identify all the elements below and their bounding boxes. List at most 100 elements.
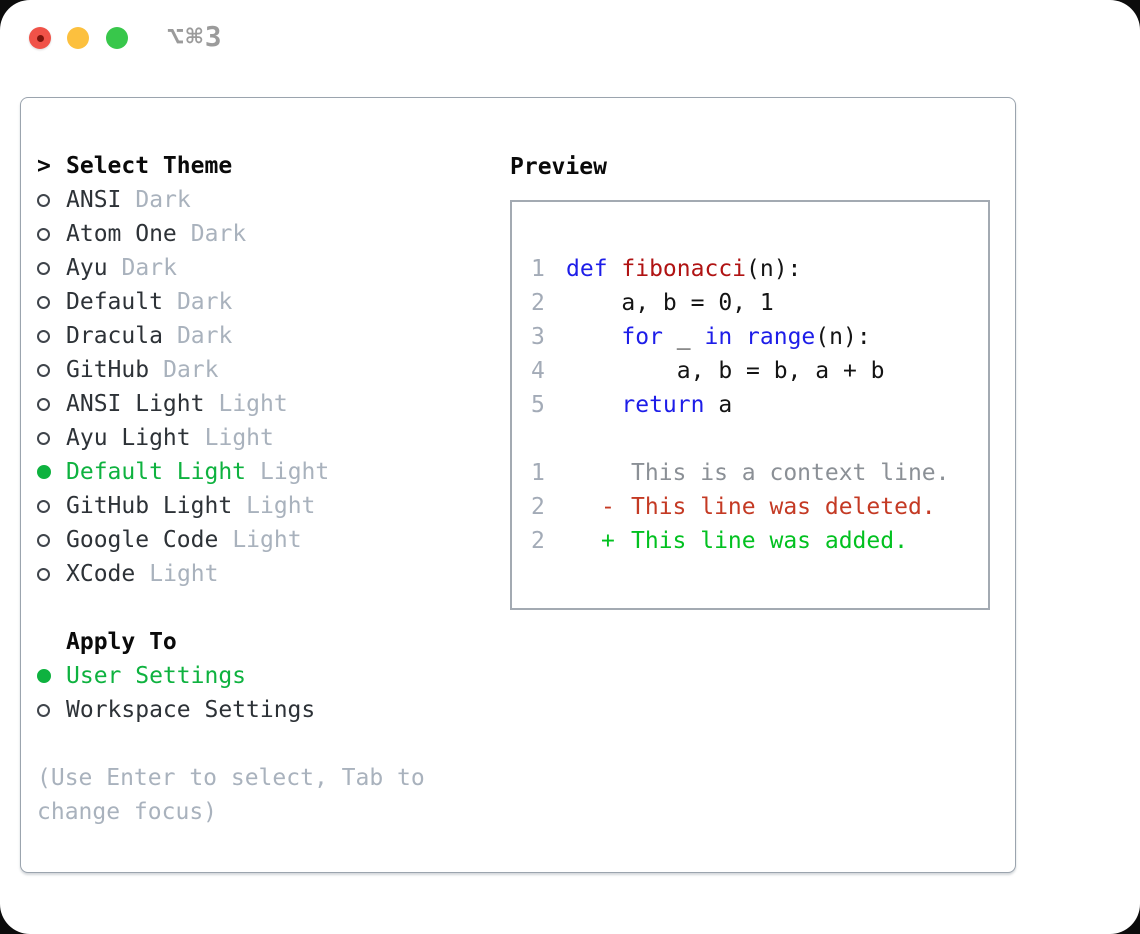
diff-minus-marker: -: [601, 494, 615, 520]
theme-option-google-code[interactable]: Google Code Light: [37, 523, 425, 557]
theme-name: Atom One: [66, 221, 177, 247]
radio-icon: [37, 261, 50, 275]
code-text: a, b = b, a + b: [566, 358, 885, 384]
code-line: 1 def fibonacci(n):: [531, 252, 988, 286]
radio-icon: [37, 567, 50, 581]
code-text: a, b = 0, 1: [566, 290, 774, 316]
theme-variant-tag: Light: [204, 425, 274, 451]
theme-name: XCode: [66, 561, 136, 587]
help-text-line-1: (Use Enter to select, Tab to: [37, 765, 425, 791]
theme-variant-tag: Light: [246, 493, 316, 519]
apply-option-user-settings[interactable]: User Settings: [37, 659, 425, 693]
code-text: a: [704, 392, 733, 418]
diff-plus-marker: +: [601, 528, 615, 554]
theme-name: ANSI: [66, 187, 122, 213]
apply-to-title: Apply To: [66, 629, 177, 655]
radio-icon: [37, 227, 50, 241]
theme-name: Ayu: [66, 255, 108, 281]
theme-name: GitHub Light: [66, 493, 233, 519]
radio-icon: [37, 431, 50, 445]
theme-variant-tag: Dark: [176, 323, 233, 349]
theme-variant-tag: Dark: [190, 221, 247, 247]
select-theme-title: Select Theme: [66, 153, 233, 179]
line-number: 5: [531, 392, 545, 418]
theme-variant-tag: Light: [218, 391, 288, 417]
theme-selector: > Select Theme ANSI Dark Atom One Dark A…: [37, 149, 425, 829]
code-line: 5 return a: [531, 388, 988, 422]
radio-icon: [37, 499, 50, 513]
radio-icon: [37, 329, 50, 343]
zoom-button[interactable]: [106, 27, 128, 49]
code-text: _: [662, 324, 705, 350]
line-number: 2: [531, 290, 545, 316]
radio-selected-icon: [37, 669, 51, 683]
radio-icon: [37, 533, 50, 547]
theme-option-ayu-dark[interactable]: Ayu Dark: [37, 251, 425, 285]
theme-option-xcode[interactable]: XCode Light: [37, 557, 425, 591]
diff-text: This line was added.: [631, 528, 908, 554]
theme-variant-tag: Dark: [135, 187, 191, 213]
radio-icon: [37, 363, 50, 377]
theme-option-github-dark[interactable]: GitHub Dark: [37, 353, 425, 387]
code-keyword: in: [704, 324, 733, 350]
line-number: 1: [531, 256, 545, 282]
preview-title: Preview: [510, 154, 607, 180]
code-line: 4 a, b = b, a + b: [531, 354, 988, 388]
radio-icon: [37, 397, 50, 411]
theme-option-ayu-light[interactable]: Ayu Light Light: [37, 421, 425, 455]
help-text-line-2: change focus): [37, 799, 218, 825]
line-number: 4: [531, 358, 545, 384]
theme-variant-tag: Light: [260, 459, 330, 485]
code-text: [566, 324, 621, 350]
theme-option-default-light[interactable]: Default Light Light: [37, 455, 425, 489]
code-text: [566, 392, 621, 418]
minimize-button[interactable]: [67, 27, 89, 49]
code-text: (n):: [815, 324, 871, 350]
radio-icon: [37, 703, 50, 717]
apply-to-header: Apply To: [37, 625, 425, 659]
line-number: 2: [531, 528, 545, 554]
code-keyword: return: [621, 392, 705, 418]
theme-option-github-light[interactable]: GitHub Light Light: [37, 489, 425, 523]
radio-icon: [37, 193, 50, 207]
close-button[interactable]: [29, 27, 51, 49]
theme-option-default-dark[interactable]: Default Dark: [37, 285, 425, 319]
blank-line: [531, 422, 988, 456]
theme-name: Ayu Light: [66, 425, 191, 451]
theme-option-dracula-dark[interactable]: Dracula Dark: [37, 319, 425, 353]
apply-option-label: Workspace Settings: [66, 697, 316, 723]
select-theme-header: > Select Theme: [37, 149, 425, 183]
spacer: [37, 591, 425, 625]
spacer: [37, 727, 425, 761]
theme-variant-tag: Dark: [176, 289, 233, 315]
theme-name: Dracula: [66, 323, 163, 349]
theme-option-ansi-dark[interactable]: ANSI Dark: [37, 183, 425, 217]
theme-variant-tag: Light: [149, 561, 219, 587]
diff-text: This line was deleted.: [631, 494, 936, 520]
theme-variant-tag: Dark: [121, 255, 177, 281]
code-text: (n):: [746, 256, 802, 282]
line-number: 2: [531, 494, 545, 520]
theme-name: ANSI Light: [66, 391, 205, 417]
code-function: fibonacci: [621, 256, 747, 282]
code-keyword: def: [566, 256, 622, 282]
theme-option-atom-one-dark[interactable]: Atom One Dark: [37, 217, 425, 251]
main-panel: > Select Theme ANSI Dark Atom One Dark A…: [20, 97, 1016, 873]
theme-name: Google Code: [66, 527, 219, 553]
line-number: 1: [531, 460, 545, 486]
code-text: [732, 324, 746, 350]
apply-option-workspace-settings[interactable]: Workspace Settings: [37, 693, 425, 727]
theme-name: Default: [66, 289, 163, 315]
titlebar: ⌥⌘3: [0, 0, 1140, 76]
code-line: 3 for _ in range(n):: [531, 320, 988, 354]
window-shortcut-label: ⌥⌘3: [167, 20, 224, 53]
theme-option-ansi-light[interactable]: ANSI Light Light: [37, 387, 425, 421]
code-keyword: for: [621, 324, 663, 350]
code-keyword: range: [746, 324, 816, 350]
close-dot-icon: [36, 34, 44, 42]
code-line: 2 a, b = 0, 1: [531, 286, 988, 320]
diff-line-added: 2 + This line was added.: [531, 524, 988, 558]
